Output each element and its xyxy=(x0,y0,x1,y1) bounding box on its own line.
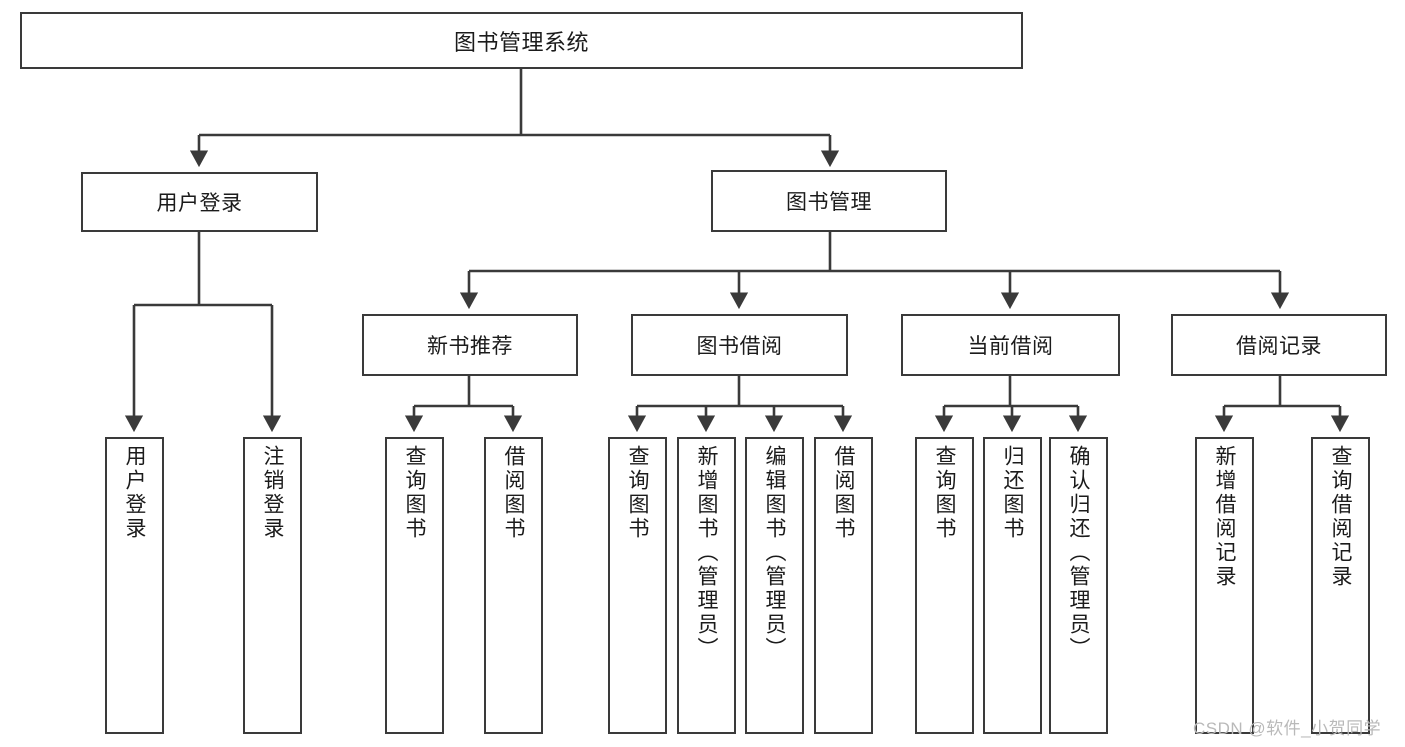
node-leaf-borrow-book-1-label: 借阅图书 xyxy=(502,445,525,541)
node-leaf-query-book-1[interactable]: 查询图书 xyxy=(385,437,444,734)
node-leaf-add-book-label: 新增图书（管理员） xyxy=(695,445,718,661)
node-leaf-return-book-label: 归还图书 xyxy=(1001,445,1024,541)
node-leaf-query-book-2[interactable]: 查询图书 xyxy=(608,437,667,734)
node-current-borrow[interactable]: 当前借阅 xyxy=(901,314,1120,376)
watermark-label: CSDN @软件_小贺同学 xyxy=(1193,719,1382,738)
edges-currentborrow-to-leaves xyxy=(934,376,1088,433)
node-book-manage[interactable]: 图书管理 xyxy=(711,170,947,232)
node-new-book-rec[interactable]: 新书推荐 xyxy=(362,314,578,376)
edges-newbook-to-leaves xyxy=(404,376,523,433)
edges-bookborrow-to-leaves xyxy=(627,376,853,433)
node-leaf-query-record-label: 查询借阅记录 xyxy=(1329,445,1352,589)
node-leaf-query-book-3-label: 查询图书 xyxy=(933,445,956,541)
node-current-borrow-label: 当前借阅 xyxy=(967,335,1054,358)
node-leaf-user-login[interactable]: 用户登录 xyxy=(105,437,164,734)
node-leaf-return-book[interactable]: 归还图书 xyxy=(983,437,1042,734)
node-leaf-logout[interactable]: 注销登录 xyxy=(243,437,302,734)
node-leaf-confirm-return[interactable]: 确认归还（管理员） xyxy=(1049,437,1108,734)
node-root[interactable]: 图书管理系统 xyxy=(20,12,1023,69)
node-new-book-rec-label: 新书推荐 xyxy=(427,335,513,358)
node-leaf-edit-book[interactable]: 编辑图书（管理员） xyxy=(745,437,804,734)
edges-userlogin-to-leaves xyxy=(124,232,282,433)
node-leaf-add-book[interactable]: 新增图书（管理员） xyxy=(677,437,736,734)
node-borrow-records[interactable]: 借阅记录 xyxy=(1171,314,1387,376)
edges-root-to-level2 xyxy=(189,69,840,168)
node-leaf-query-record[interactable]: 查询借阅记录 xyxy=(1311,437,1370,734)
node-leaf-query-book-1-label: 查询图书 xyxy=(403,445,426,541)
node-book-borrow[interactable]: 图书借阅 xyxy=(631,314,848,376)
node-user-login-label: 用户登录 xyxy=(156,192,243,215)
edges-bookmanage-to-level3 xyxy=(459,232,1290,310)
node-leaf-borrow-book-2[interactable]: 借阅图书 xyxy=(814,437,873,734)
node-leaf-borrow-book-1[interactable]: 借阅图书 xyxy=(484,437,543,734)
node-book-borrow-label: 图书借阅 xyxy=(696,335,783,358)
node-leaf-edit-book-label: 编辑图书（管理员） xyxy=(763,445,786,661)
node-leaf-borrow-book-2-label: 借阅图书 xyxy=(832,445,855,541)
node-leaf-logout-label: 注销登录 xyxy=(261,445,284,541)
node-leaf-add-record[interactable]: 新增借阅记录 xyxy=(1195,437,1254,734)
node-leaf-query-book-2-label: 查询图书 xyxy=(626,445,649,541)
edges-borrowrecords-to-leaves xyxy=(1214,376,1350,433)
node-root-label: 图书管理系统 xyxy=(453,29,589,55)
node-borrow-records-label: 借阅记录 xyxy=(1236,335,1322,358)
node-leaf-user-login-label: 用户登录 xyxy=(123,445,146,541)
node-book-manage-label: 图书管理 xyxy=(786,191,872,214)
node-leaf-query-book-3[interactable]: 查询图书 xyxy=(915,437,974,734)
node-user-login[interactable]: 用户登录 xyxy=(81,172,318,232)
node-leaf-add-record-label: 新增借阅记录 xyxy=(1213,445,1236,589)
node-leaf-confirm-return-label: 确认归还（管理员） xyxy=(1067,445,1090,661)
